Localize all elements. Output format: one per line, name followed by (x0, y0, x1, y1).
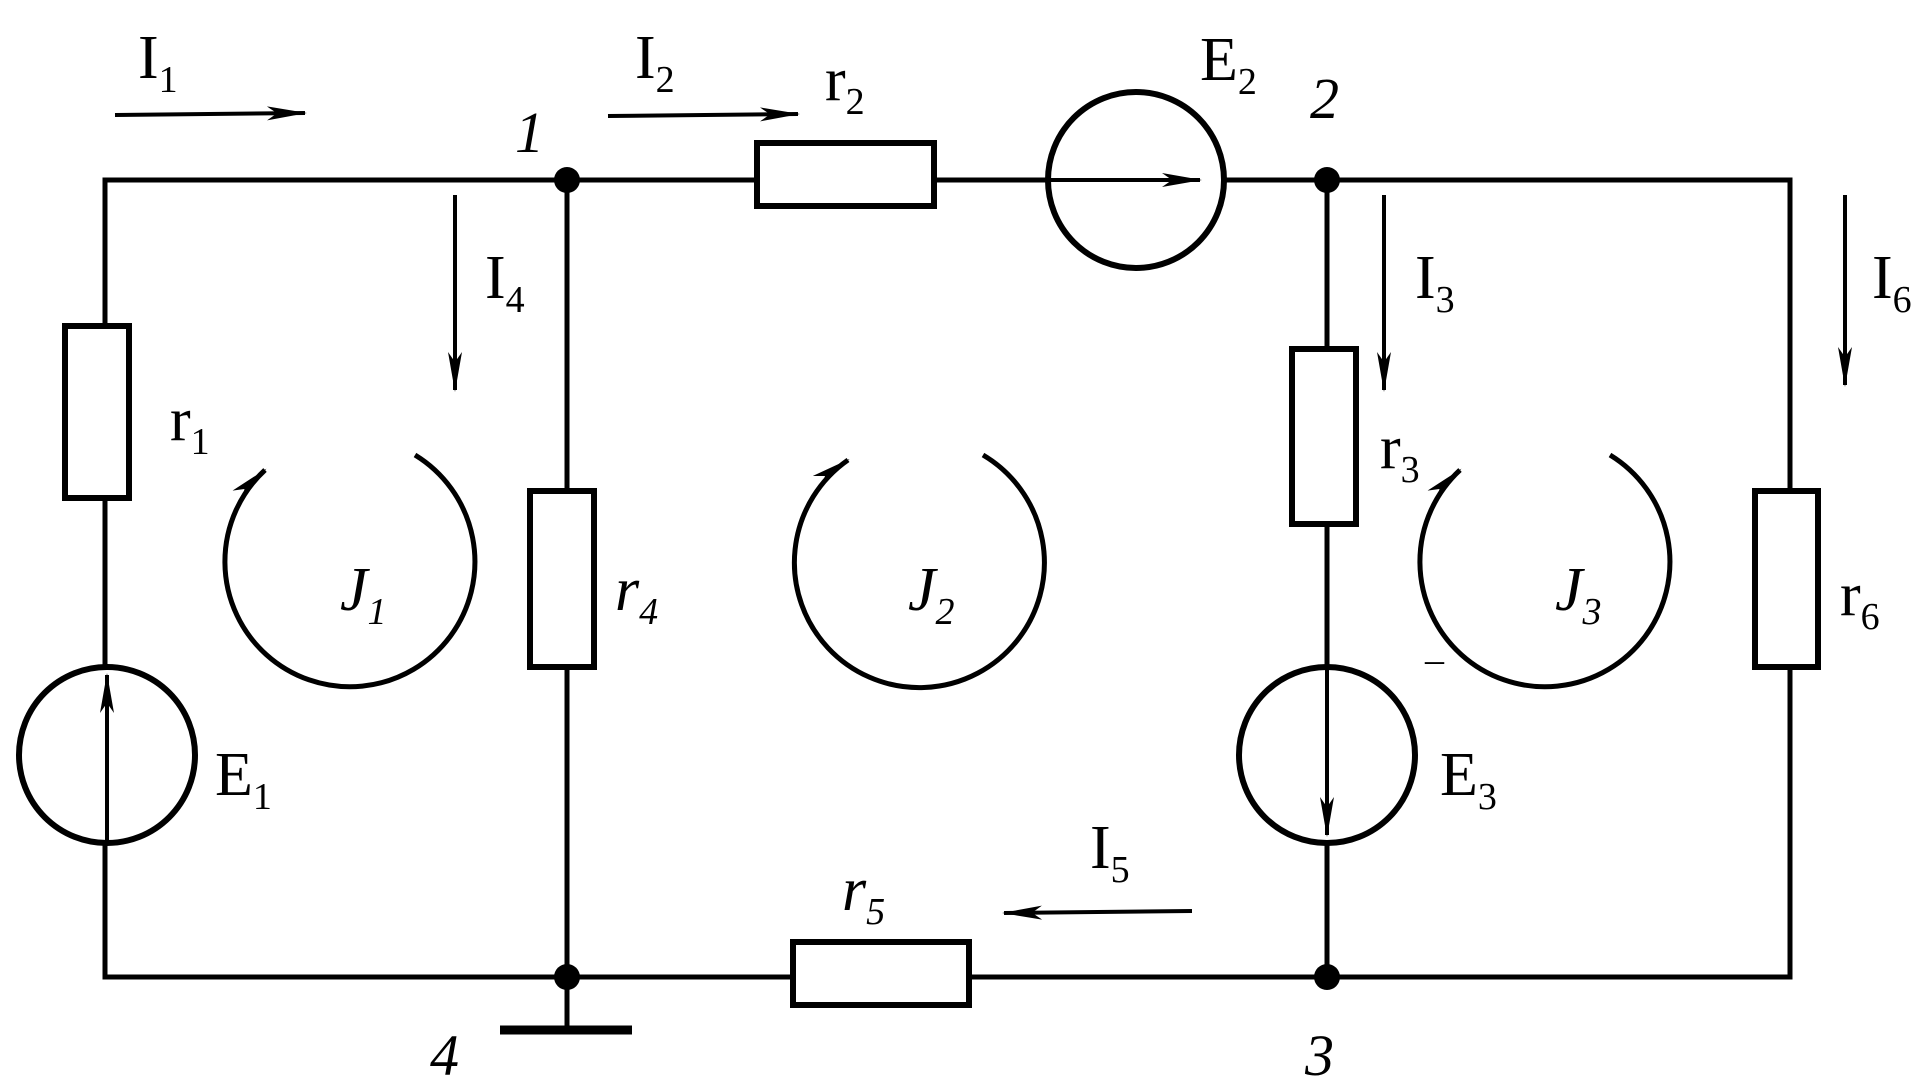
node-label-4: 4 (430, 1023, 459, 1088)
label-E2: E2 (1200, 26, 1257, 103)
source-E1 (16, 664, 198, 846)
resistor-r1 (62, 323, 132, 501)
node-dot-3 (1314, 964, 1340, 990)
label-I1: I1 (138, 24, 178, 101)
label-r3: r3 (1380, 414, 1420, 491)
label-I2: I2 (635, 24, 675, 101)
node-label-2: 2 (1310, 66, 1339, 131)
resistor-r6 (1752, 488, 1821, 670)
label-I4: I4 (485, 244, 525, 321)
label-r5: r5 (842, 856, 885, 933)
label-E1: E1 (215, 741, 272, 818)
label-I5: I5 (1090, 814, 1130, 891)
node-dot-4 (554, 964, 580, 990)
label-r1: r1 (170, 386, 210, 463)
resistor-r2 (754, 140, 937, 209)
loop-arrow-J1 (222, 452, 478, 690)
resistor-r3 (1289, 346, 1359, 527)
node-dot-1 (554, 167, 580, 193)
label-J3: J3 (1555, 556, 1602, 633)
current-arrow-I5 (1002, 905, 1193, 920)
current-arrow-I1 (114, 106, 307, 121)
label-J2: J2 (908, 556, 955, 633)
label-r6: r6 (1840, 561, 1880, 638)
resistor-r4 (527, 488, 597, 670)
node-dot-2 (1314, 167, 1340, 193)
label-I3: I3 (1415, 244, 1455, 321)
label-r4: r4 (615, 556, 658, 633)
label-J1: J1 (340, 556, 387, 633)
loop-arrow-J2 (791, 452, 1047, 691)
resistor-r5 (790, 939, 972, 1008)
label-E3-minus: – (1424, 639, 1445, 681)
loop-arrow-J3 (1417, 452, 1673, 690)
label-r2: r2 (825, 46, 865, 123)
source-E3 (1236, 664, 1418, 846)
node-label-1: 1 (515, 100, 544, 165)
source-E2 (1045, 89, 1227, 271)
current-arrow-I2 (607, 107, 800, 122)
node-label-3: 3 (1304, 1023, 1334, 1088)
label-E3: E3 (1440, 741, 1497, 818)
label-I6: I6 (1872, 244, 1912, 321)
